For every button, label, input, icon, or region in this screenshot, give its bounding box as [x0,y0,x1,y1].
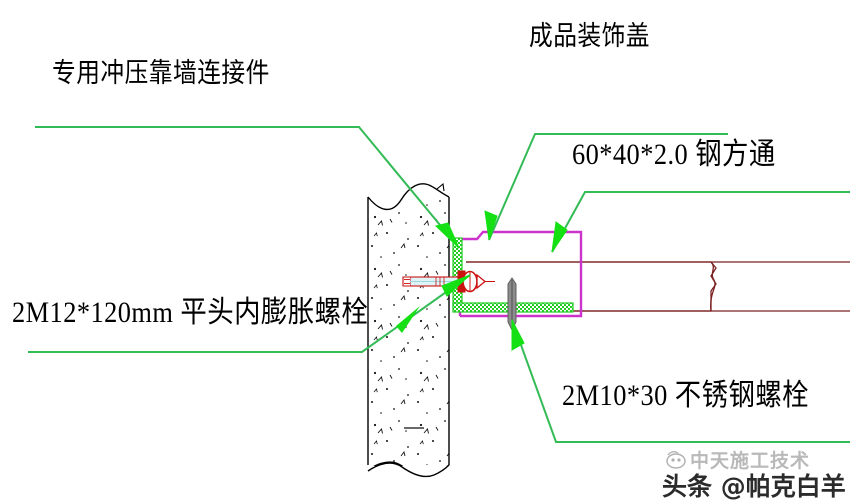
label-steel-tube: 60*40*2.0 钢方通 [572,138,776,171]
label-stainless-bolt: 2M10*30 不锈钢螺栓 [562,379,810,412]
label-decorative-cover: 成品装饰盖 [529,21,650,52]
leader-steel-tube [551,191,850,253]
leader-decor-cover [484,133,728,241]
steel-square-tube [466,261,850,312]
leader-stainless-bolt [511,319,850,443]
leader-wall-connector [35,126,460,249]
label-wall-connector: 专用冲压靠墙连接件 [52,58,270,89]
concrete-wall [366,182,450,503]
leader-expansion-bolt [28,274,471,353]
label-expansion-bolt: 2M12*120mm 平头内膨胀螺栓 [12,296,369,329]
